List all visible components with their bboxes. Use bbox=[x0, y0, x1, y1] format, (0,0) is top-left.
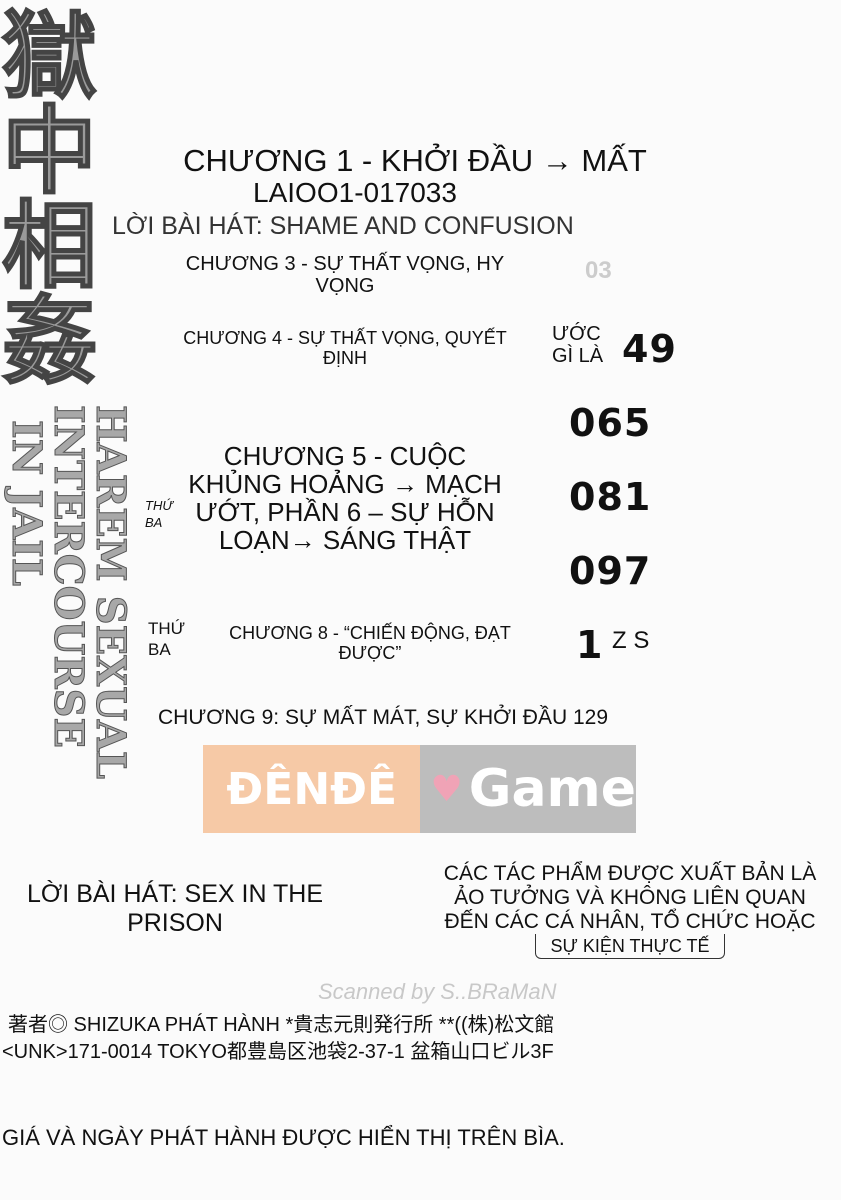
site-logo: ĐÊNĐÊ ♥Game bbox=[203, 745, 636, 833]
toc-ch8-line1: CHƯƠNG 8 - “CHIẾN ĐỘNG, ĐẠT bbox=[229, 623, 511, 643]
page-081: 081 bbox=[569, 475, 652, 519]
toc-ch5-line1: CHƯƠNG 5 - CUỘC bbox=[223, 441, 467, 471]
page-49: 49 bbox=[622, 327, 677, 371]
toc-ch3-line1: CHƯƠNG 3 - SỰ THẤT VỌNG, HY bbox=[185, 253, 505, 275]
toc-ch8: CHƯƠNG 8 - “CHIẾN ĐỘNG, ĐẠT ĐƯỢC” bbox=[200, 623, 540, 664]
toc-ch9: CHƯƠNG 9: SỰ MẤT MÁT, SỰ KHỞI ĐẦU 129 bbox=[158, 706, 609, 729]
toc-ch5-line2: KHỦNG HOẢNG → MẠCH bbox=[188, 469, 502, 499]
toc-ch5-line4: LOẠN→ SÁNG THẬT bbox=[218, 525, 472, 555]
heart-icon: ♥ bbox=[430, 768, 463, 810]
english-title-line-1: HAREM SEXUAL bbox=[87, 405, 135, 780]
bonus-lyrics: LỜI BÀI HÁT: SEX IN THE PRISON bbox=[0, 880, 350, 938]
toc-ch1-line1: CHƯƠNG 1 - KHỞI ĐẦU → MẤT bbox=[183, 143, 647, 178]
toc-ch4-line2: ĐỊNH bbox=[323, 347, 367, 368]
toc-ch5: CHƯƠNG 5 - CUỘC KHỦNG HOẢNG → MẠCH ƯỚT, … bbox=[160, 442, 530, 554]
title-kanji-top: 獄中 bbox=[1, 2, 98, 207]
english-title-line-3: IN JAIL bbox=[3, 420, 51, 587]
disclaimer-line2: ẢO TƯỞNG VÀ KHÔNG LIÊN QUAN bbox=[454, 886, 806, 909]
toc-ch5-line3: ƯỚT, PHẦN 6 – SỰ HỖN bbox=[195, 497, 495, 527]
toc-ch4: CHƯƠNG 4 - SỰ THẤT VỌNG, QUYẾT ĐỊNH bbox=[145, 328, 545, 369]
thu-ba-1-line2: BA bbox=[145, 514, 163, 530]
toc-ch8-line2: ĐƯỢC” bbox=[338, 642, 402, 663]
scanner-watermark: Scanned by S..BRaMaN bbox=[318, 979, 557, 1004]
toc-ch1-line2: LAIOO1-017033 bbox=[253, 177, 457, 208]
bonus-line2: PRISON bbox=[127, 909, 223, 937]
page-1: 1 bbox=[576, 623, 604, 667]
disclaimer-line1: CÁC TÁC PHẨM ĐƯỢC XUẤT BẢN LÀ bbox=[443, 862, 817, 885]
toc-ch4-side-2: GÌ LÀ bbox=[552, 345, 604, 367]
toc-ch1: CHƯƠNG 1 - KHỞI ĐẦU → MẤT bbox=[140, 143, 690, 178]
credits-line1: 著者◎ SHIZUKA PHÁT HÀNH *貴志元則発行所 **((株)松文館 bbox=[8, 1014, 555, 1036]
toc-ch4-side-1: ƯỚC bbox=[552, 323, 601, 345]
toc-ch3-page: 03 bbox=[585, 257, 612, 284]
page-zs: Z S bbox=[612, 627, 650, 654]
logo-game-text: Game bbox=[468, 759, 636, 819]
toc-ch3-line2: VỌNG bbox=[315, 275, 375, 297]
price-note: GIÁ VÀ NGÀY PHÁT HÀNH ĐƯỢC HIỂN THỊ TRÊN… bbox=[2, 1125, 565, 1150]
credits-line2: <UNK>171-0014 TOKYO都豊島区池袋2-37-1 盆箱山口ビル3F bbox=[2, 1041, 554, 1063]
page-097: 097 bbox=[569, 549, 652, 593]
disclaimer: CÁC TÁC PHẨM ĐƯỢC XUẤT BẢN LÀ ẢO TƯỞNG V… bbox=[415, 862, 841, 959]
toc-ch4-line1: CHƯƠNG 4 - SỰ THẤT VỌNG, QUYẾT bbox=[183, 328, 507, 348]
english-title-line-2: INTERCOURSE bbox=[45, 405, 93, 749]
thu-ba-2-line2: BA bbox=[148, 640, 171, 660]
toc-ch3: CHƯƠNG 3 - SỰ THẤT VỌNG, HY VỌNG bbox=[145, 253, 545, 297]
bonus-line1: LỜI BÀI HÁT: SEX IN THE bbox=[26, 880, 324, 908]
toc-thu-ba-2: THỨ BA bbox=[148, 618, 185, 661]
page-065: 065 bbox=[569, 401, 652, 445]
toc-ch4-side: ƯỚC GÌ LÀ bbox=[552, 323, 603, 367]
disclaimer-line4: SỰ KIỆN THỰC TẾ bbox=[535, 934, 725, 959]
logo-left: ĐÊNĐÊ bbox=[203, 745, 421, 833]
toc-ch2: LỜI BÀI HÁT: SHAME AND CONFUSION bbox=[112, 212, 574, 240]
logo-right: ♥Game bbox=[420, 745, 636, 833]
title-kanji-bottom: 相姦 bbox=[1, 192, 98, 397]
thu-ba-2-line1: THỨ bbox=[148, 619, 186, 638]
disclaimer-line3: ĐẾN CÁC CÁ NHÂN, TỔ CHỨC HOẶC bbox=[444, 910, 816, 933]
thu-ba-1-line1: THỨ bbox=[145, 498, 173, 513]
toc-thu-ba-1: THỨ BA bbox=[145, 498, 173, 532]
